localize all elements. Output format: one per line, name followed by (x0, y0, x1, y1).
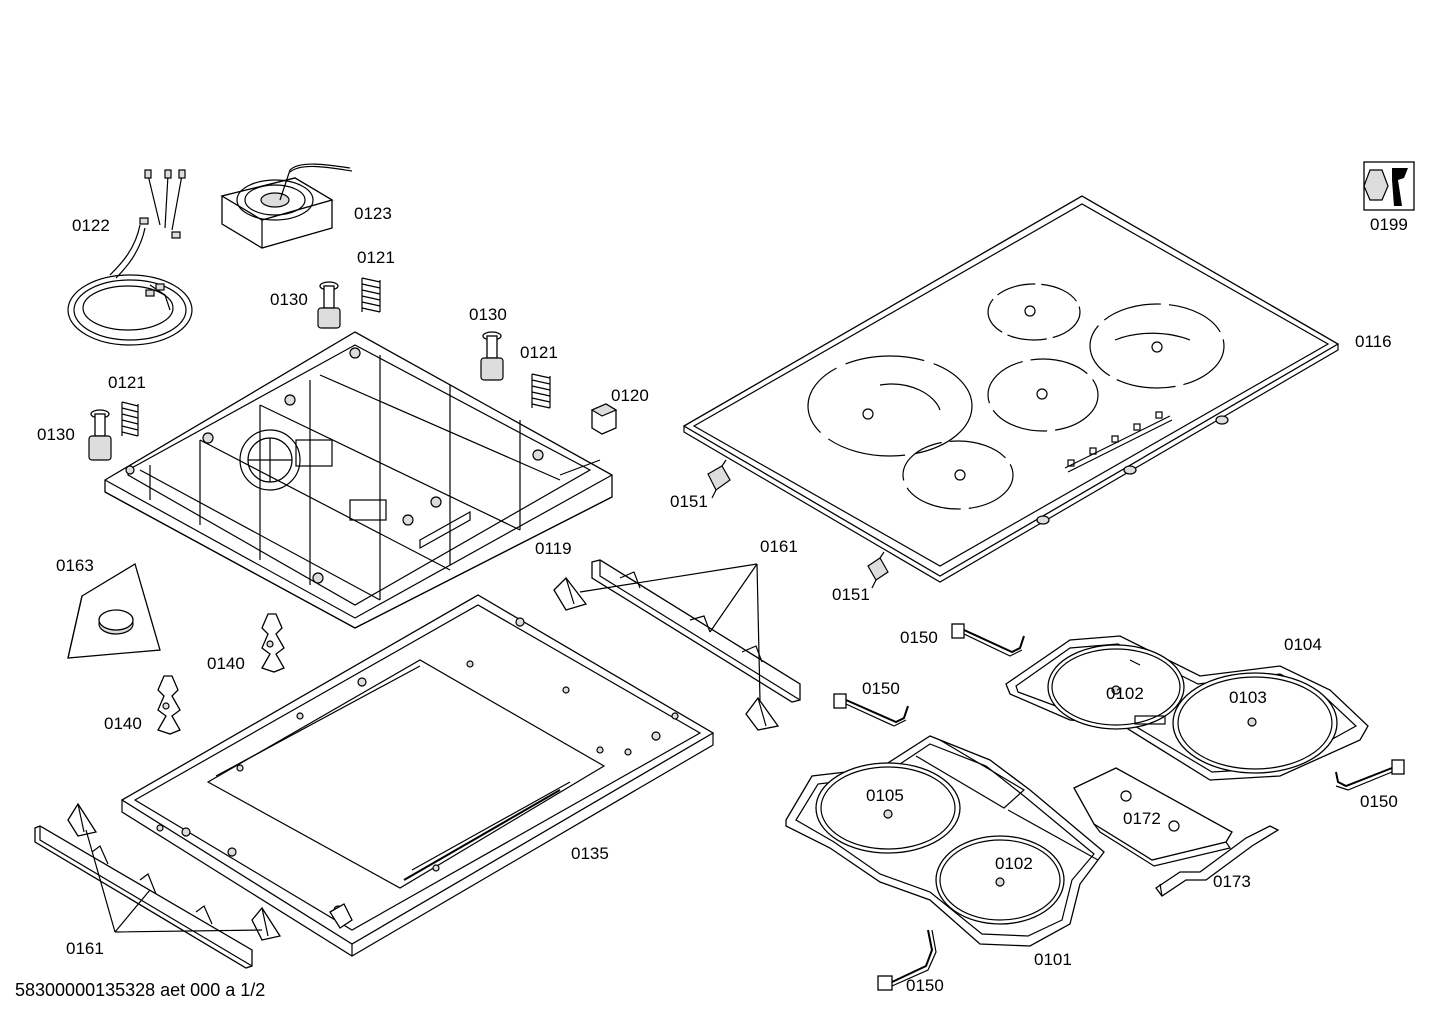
label-0163: 0163 (56, 556, 94, 575)
clip-0140-top (261, 613, 285, 673)
label-0150-a: 0150 (900, 628, 938, 647)
spring-0121-mid (531, 373, 551, 409)
label-0173: 0173 (1213, 872, 1251, 891)
label-0101: 0101 (1034, 950, 1072, 969)
label-0161-right: 0161 (760, 537, 798, 556)
fan-0123 (220, 163, 353, 249)
cable-0150-a (951, 623, 1025, 657)
label-0122: 0122 (72, 216, 110, 235)
cable-0150-c (1335, 759, 1405, 791)
label-0151-top: 0151 (670, 492, 708, 511)
label-0172: 0172 (1123, 809, 1161, 828)
bracket-0173 (1155, 825, 1280, 897)
clip-0140-bottom (157, 675, 181, 735)
label-0103: 0103 (1229, 688, 1267, 707)
clip-0151-top (707, 459, 731, 499)
glass-cooktop-0116 (682, 195, 1340, 583)
label-0130-mid: 0130 (469, 305, 507, 324)
cable-0150-b (833, 693, 909, 727)
label-0130-top: 0130 (270, 290, 308, 309)
coil-carrier-0101 (785, 735, 1105, 947)
label-0104: 0104 (1284, 635, 1322, 654)
label-0102-top: 0102 (1106, 684, 1144, 703)
clip-0120 (590, 403, 618, 435)
spacer-0130-left (88, 409, 112, 461)
shield-plate-0172 (1073, 767, 1233, 867)
cable-0150-d (877, 929, 937, 991)
label-0116: 0116 (1355, 332, 1392, 351)
spacer-0130-mid (480, 331, 504, 381)
label-0105: 0105 (866, 786, 904, 805)
spring-0121-left (121, 401, 139, 437)
label-0151-bottom: 0151 (832, 585, 870, 604)
wrench-tool-icon (1363, 161, 1415, 211)
label-0150-b: 0150 (862, 679, 900, 698)
base-frame-0135 (120, 594, 715, 957)
coil-carrier-0104 (1005, 635, 1369, 781)
housing-tray-0119 (104, 331, 613, 629)
label-0102-bottom: 0102 (995, 854, 1033, 873)
label-0121-top: 0121 (357, 248, 395, 267)
label-0121-left: 0121 (108, 373, 146, 392)
label-0150-d: 0150 (906, 976, 944, 995)
leader-0161-left (85, 829, 263, 933)
clip-0151-bottom (867, 551, 889, 589)
cable-harness-0122 (67, 169, 193, 346)
rail-0161-right (553, 559, 801, 731)
label-0140-bottom: 0140 (104, 714, 142, 733)
label-0121-mid: 0121 (520, 343, 558, 362)
label-0199: 0199 (1370, 215, 1408, 234)
leader-0161-right (579, 563, 761, 701)
label-card-0163 (67, 563, 161, 659)
label-0119: 0119 (535, 539, 572, 558)
label-0135: 0135 (571, 844, 609, 863)
spring-0121-top (361, 277, 381, 313)
label-0130-left: 0130 (37, 425, 75, 444)
label-0120: 0120 (611, 386, 649, 405)
label-0150-c: 0150 (1360, 792, 1398, 811)
label-0123: 0123 (354, 204, 392, 223)
spacer-0130-top (317, 281, 341, 329)
label-0140-top: 0140 (207, 654, 245, 673)
document-id: 58300000135328 aet 000 a 1/2 (15, 980, 266, 1000)
label-0161-left: 0161 (66, 939, 104, 958)
